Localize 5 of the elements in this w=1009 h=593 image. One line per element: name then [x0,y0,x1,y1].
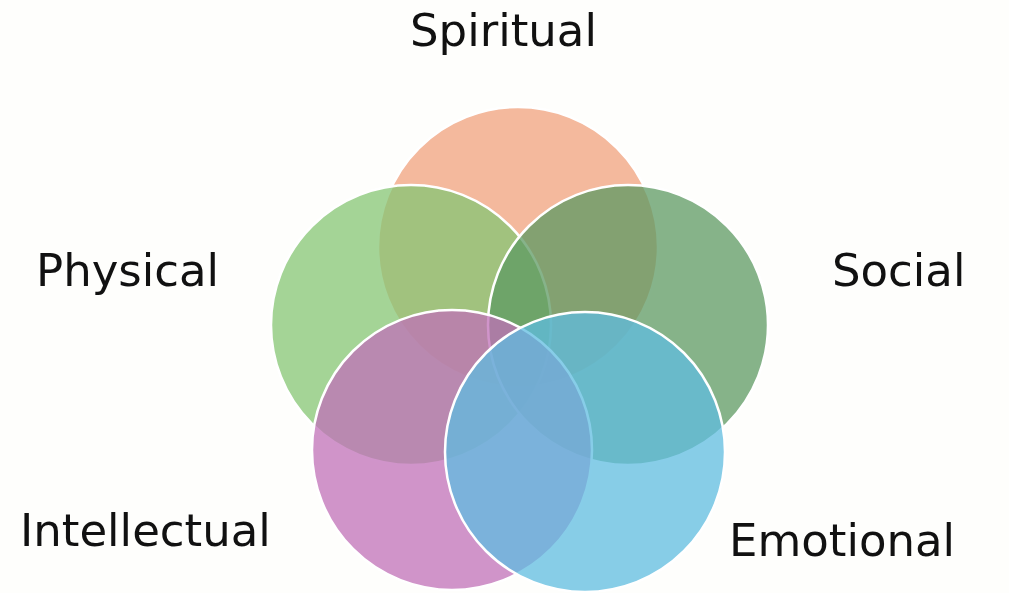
circle-label: Social [832,246,966,296]
circle-label: Intellectual [20,506,271,556]
circle-label: Physical [36,246,220,296]
circle-label: Spiritual [410,6,597,56]
circle-label: Emotional [729,516,956,566]
